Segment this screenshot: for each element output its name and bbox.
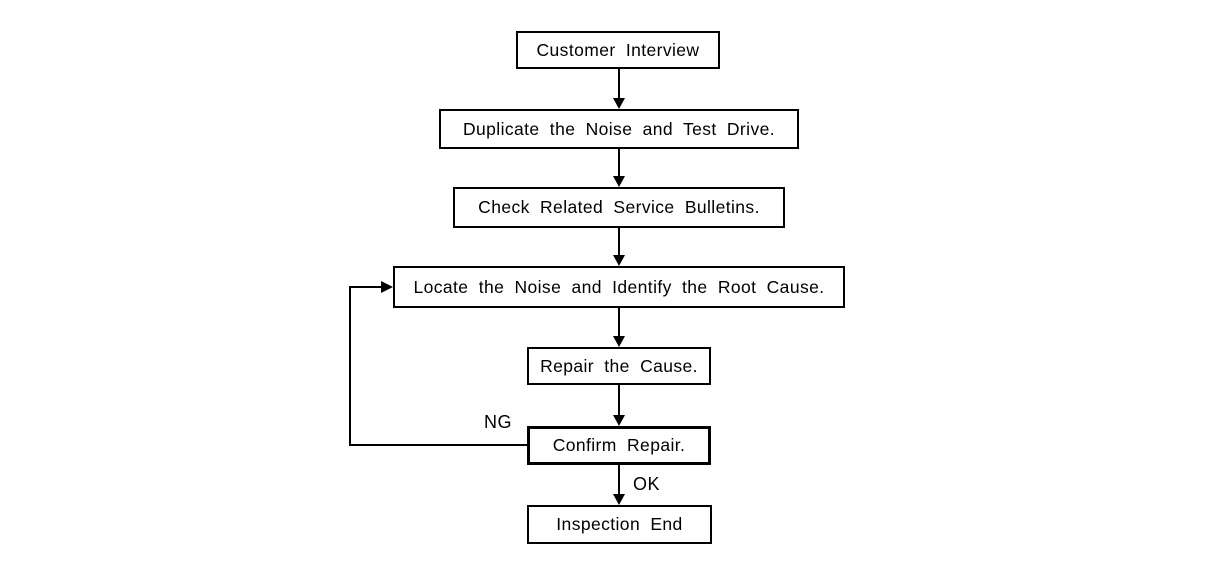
edge-label-ng: NG	[484, 412, 512, 432]
arrow-bulletins-to-locate	[613, 228, 625, 266]
node-check-service-bulletins: Check Related Service Bulletins.	[453, 187, 785, 228]
node-repair-cause: Repair the Cause.	[527, 347, 711, 385]
node-locate-noise-root-cause: Locate the Noise and Identify the Root C…	[393, 266, 845, 308]
arrow-customer-to-duplicate	[613, 69, 625, 109]
arrow-duplicate-to-bulletins	[613, 149, 625, 187]
node-customer-interview: Customer Interview	[516, 31, 720, 69]
node-confirm-repair: Confirm Repair.	[527, 426, 711, 465]
arrow-confirm-to-end	[613, 465, 625, 505]
edge-label-ok: OK	[633, 474, 661, 494]
ng-feedback-connector	[349, 281, 527, 446]
arrow-locate-to-repair	[613, 308, 625, 347]
arrow-repair-to-confirm	[613, 385, 625, 426]
node-inspection-end: Inspection End	[527, 505, 712, 544]
node-duplicate-noise-test-drive: Duplicate the Noise and Test Drive.	[439, 109, 799, 149]
